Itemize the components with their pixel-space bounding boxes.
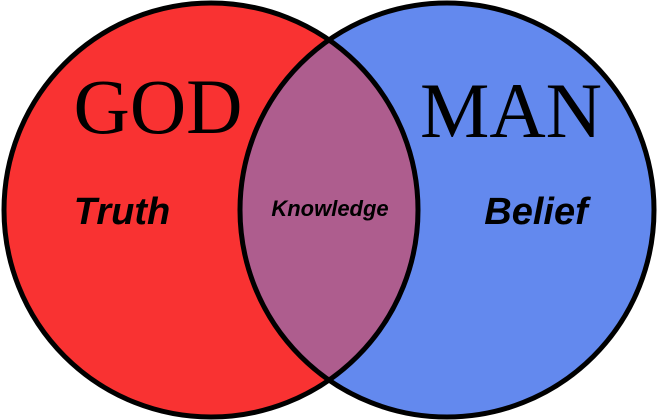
intersection-label: Knowledge xyxy=(271,196,388,221)
right-label: Belief xyxy=(484,191,591,233)
intersection-region xyxy=(240,3,418,417)
left-title: GOD xyxy=(74,63,243,150)
left-circle-outline xyxy=(1,0,421,420)
right-title: MAN xyxy=(420,67,602,154)
left-label: Truth xyxy=(74,191,170,233)
right-circle-outline xyxy=(237,0,657,420)
